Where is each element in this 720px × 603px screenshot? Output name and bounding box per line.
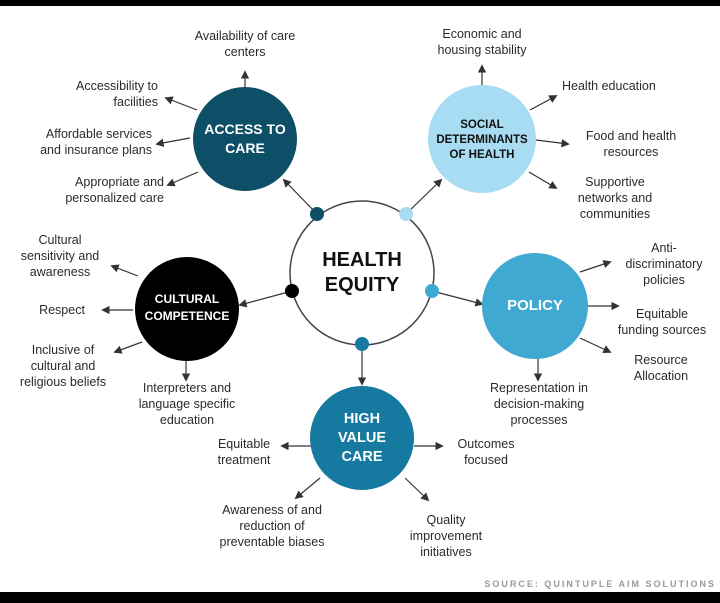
dot-high-value	[355, 337, 369, 351]
connector-policy	[431, 290, 484, 307]
access-item-availability: Availability of care centers	[194, 29, 296, 59]
node-high-value-circle	[310, 386, 414, 490]
dot-social	[399, 207, 413, 221]
access-item-accessibility: Accessibility to facilities	[76, 79, 158, 109]
center-circle	[289, 200, 435, 346]
arrow-cultural-3	[113, 341, 143, 354]
arrow-social-4	[528, 171, 558, 189]
cultural-item-inclusive: Inclusive of cultural and religious beli…	[19, 343, 107, 389]
policy-item-funding: Equitable funding sources	[617, 307, 707, 337]
dot-access	[310, 207, 324, 221]
dot-cultural	[285, 284, 299, 298]
connector-cultural	[238, 290, 293, 308]
arrow-access-4	[166, 171, 199, 187]
arrow-high-value-3	[294, 477, 321, 500]
health-equity-diagram: HEALTH EQUITY ACCESS TO CARE SOCIAL DETE…	[0, 6, 720, 592]
dot-policy	[425, 284, 439, 298]
arrow-policy-1	[579, 260, 612, 273]
social-item-education: Health education	[562, 79, 656, 93]
social-item-economic: Economic and housing stability	[437, 27, 527, 57]
arrow-policy-3	[579, 337, 612, 354]
arrow-cultural-1	[110, 264, 139, 277]
arrow-social-2	[529, 95, 558, 111]
cultural-item-respect: Respect	[39, 303, 85, 317]
arrow-high-value-4	[404, 477, 430, 502]
access-item-affordable: Affordable services and insurance plans	[40, 127, 152, 157]
connector-social	[405, 178, 443, 215]
policy-item-representation: Representation in decision-making proces…	[490, 381, 588, 427]
policy-item-anti-discriminatory: Anti- discriminatory policies	[625, 241, 703, 287]
social-item-supportive: Supportive networks and communities	[577, 175, 653, 221]
node-policy-circle	[482, 253, 588, 359]
node-social-circle	[428, 85, 536, 193]
source-note: SOURCE: QUINTUPLE AIM SOLUTIONS	[484, 579, 716, 589]
cultural-item-sensitivity: Cultural sensitivity and awareness	[20, 233, 100, 279]
cultural-item-interpreters: Interpreters and language specific educa…	[138, 381, 236, 427]
node-access-circle	[193, 87, 297, 191]
access-item-appropriate: Appropriate and personalized care	[65, 175, 164, 205]
connector-access	[282, 178, 318, 215]
arrow-social-3	[535, 139, 570, 148]
policy-item-resource: Resource Allocation	[633, 353, 689, 383]
high-value-item-equitable: Equitable treatment	[217, 437, 271, 467]
high-value-item-quality: Quality improvement initiatives	[409, 513, 483, 559]
arrow-access-2	[164, 96, 198, 111]
high-value-item-awareness: Awareness of and reduction of preventabl…	[219, 503, 325, 549]
arrow-access-3	[155, 137, 191, 147]
social-item-food: Food and health resources	[585, 129, 677, 159]
diagram-canvas	[101, 64, 620, 502]
high-value-item-outcomes: Outcomes focused	[457, 437, 515, 467]
node-cultural-circle	[135, 257, 239, 361]
